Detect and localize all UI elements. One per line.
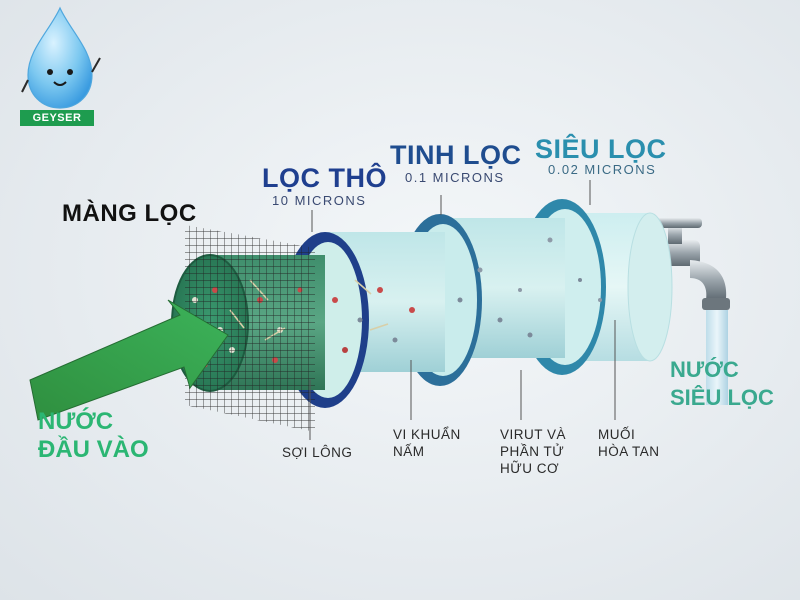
stage-sub-fine: 0.1 MICRONS xyxy=(405,170,505,185)
stage-title-ultra: SIÊU LỌC xyxy=(535,134,667,164)
removed-label-salts: MUỐI HÒA TAN xyxy=(598,427,660,459)
logo-mascot xyxy=(21,6,101,109)
stage-title-coarse: LỌC THÔ xyxy=(262,163,387,193)
filter-mesh xyxy=(185,225,315,432)
removed-label-fibers: SỢI LÔNG xyxy=(282,445,353,460)
water-drop-mascot-icon xyxy=(27,6,93,109)
inflow-line1: NƯỚC xyxy=(38,408,114,435)
stage-sub-ultra: 0.02 MICRONS xyxy=(548,162,657,177)
pointer-lines xyxy=(309,180,616,440)
removed-label-virus: VIRUT VÀ PHẦN TỬ HỮU CƠ xyxy=(500,427,567,476)
outflow-label: NƯỚC SIÊU LỌC xyxy=(670,356,774,412)
inflow-label: NƯỚC ĐẦU VÀO xyxy=(38,408,149,464)
stage-title-fine: TINH LỌC xyxy=(390,140,522,170)
inflow-line2: ĐẦU VÀO xyxy=(38,436,149,463)
outflow-line1: NƯỚC xyxy=(670,357,739,382)
stage-sub-coarse: 10 MICRONS xyxy=(272,193,367,208)
water-stream xyxy=(706,310,728,405)
outflow-line2: SIÊU LỌC xyxy=(670,385,774,410)
logo-badge: GEYSER xyxy=(20,110,94,126)
membrane-label: MÀNG LỌC xyxy=(62,200,197,227)
logo-text: GEYSER xyxy=(32,112,82,124)
inflow-arrow-icon xyxy=(29,299,229,421)
removed-label-bacteria: VI KHUẨN NẤM xyxy=(393,427,461,459)
